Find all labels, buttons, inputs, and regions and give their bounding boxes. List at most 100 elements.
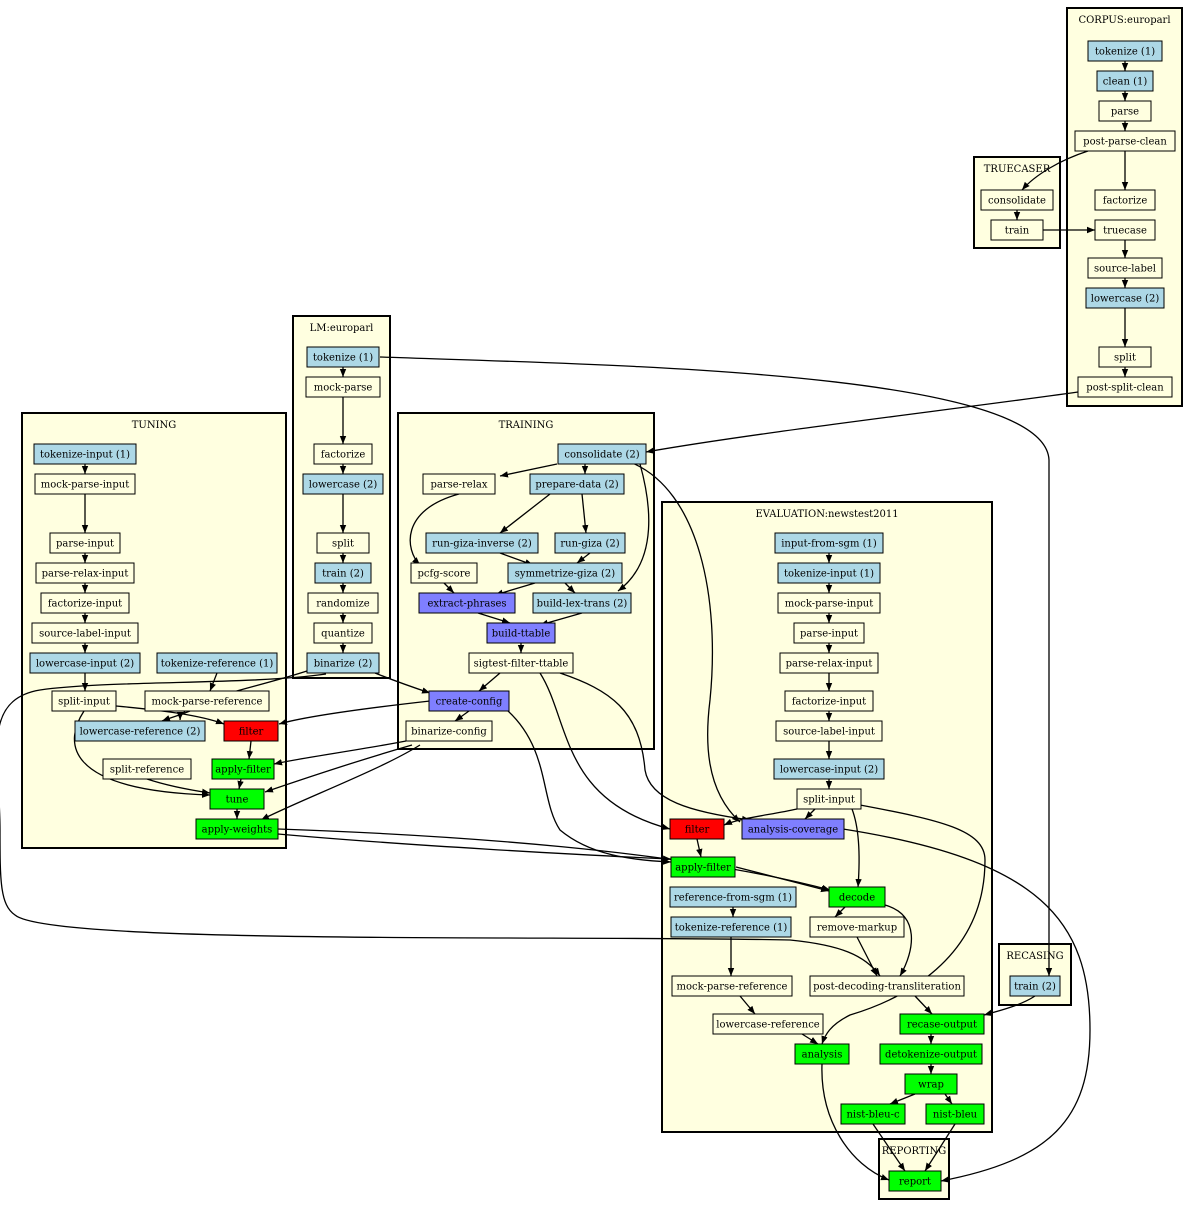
step-box[interactable] <box>144 690 270 712</box>
step-node-l_lc[interactable]: lowercase (2) <box>302 473 384 495</box>
step-box[interactable] <box>670 916 792 938</box>
step-box[interactable] <box>670 856 736 878</box>
step-node-t_tokin[interactable]: tokenize-input (1) <box>33 443 137 465</box>
step-box[interactable] <box>532 592 632 614</box>
step-node-c_psc[interactable]: post-split-clean <box>1077 376 1173 398</box>
step-box[interactable] <box>1085 287 1165 309</box>
step-box[interactable] <box>669 818 725 840</box>
step-node-c_clean[interactable]: clean (1) <box>1096 70 1154 92</box>
step-node-tr_rgi[interactable]: run-giza-inverse (2) <box>425 532 539 554</box>
step-node-l_train[interactable]: train (2) <box>314 562 372 584</box>
step-box[interactable] <box>557 443 647 465</box>
step-node-l_fact[interactable]: factorize <box>313 443 373 465</box>
step-node-e_applyf[interactable]: apply-filter <box>670 856 736 878</box>
step-node-tr_prelax[interactable]: parse-relax <box>422 473 496 495</box>
step-box[interactable] <box>840 1103 906 1125</box>
step-box[interactable] <box>1094 189 1156 211</box>
step-node-c_fact[interactable]: factorize <box>1094 189 1156 211</box>
step-box[interactable] <box>980 189 1054 211</box>
step-node-tr_sym[interactable]: symmetrize-giza (2) <box>507 562 623 584</box>
step-box[interactable] <box>828 886 886 908</box>
step-box[interactable] <box>741 818 845 840</box>
step-node-e_ifs[interactable]: input-from-sgm (1) <box>774 532 884 554</box>
step-node-e_wrap[interactable]: wrap <box>904 1073 958 1095</box>
step-box[interactable] <box>990 219 1044 241</box>
step-node-e_analysis[interactable]: analysis <box>794 1043 850 1065</box>
step-node-e_recase[interactable]: recase-output <box>899 1013 985 1035</box>
step-node-e_factin[interactable]: factorize-input <box>784 690 874 712</box>
step-node-tr_bc[interactable]: binarize-config <box>405 720 493 742</box>
step-box[interactable] <box>899 1013 985 1035</box>
step-box[interactable] <box>669 886 797 908</box>
step-box[interactable] <box>418 592 516 614</box>
step-box[interactable] <box>888 1170 942 1192</box>
step-box[interactable] <box>313 443 373 465</box>
step-node-e_nbc[interactable]: nist-bleu-c <box>840 1103 906 1125</box>
step-node-e_cov[interactable]: analysis-coverage <box>741 818 845 840</box>
step-box[interactable] <box>773 758 885 780</box>
step-node-t_tune[interactable]: tune <box>209 788 265 810</box>
step-node-l_rand[interactable]: randomize <box>307 592 379 614</box>
step-box[interactable] <box>794 1043 850 1065</box>
step-box[interactable] <box>316 532 370 554</box>
step-box[interactable] <box>428 690 510 712</box>
step-box[interactable] <box>40 592 130 614</box>
step-box[interactable] <box>302 473 384 495</box>
step-box[interactable] <box>779 652 879 674</box>
step-node-c_parse[interactable]: parse <box>1098 100 1152 122</box>
step-box[interactable] <box>712 1013 824 1035</box>
step-node-tr_sig[interactable]: sigtest-filter-ttable <box>468 652 574 674</box>
step-box[interactable] <box>49 532 121 554</box>
step-node-tr_pcfg[interactable]: pcfg-score <box>410 562 478 584</box>
step-box[interactable] <box>904 1073 958 1095</box>
step-node-e_mockin[interactable]: mock-parse-input <box>777 592 881 614</box>
step-box[interactable] <box>74 720 206 742</box>
step-node-e_slin[interactable]: source-label-input <box>775 720 883 742</box>
step-box[interactable] <box>793 622 865 644</box>
step-node-c_lc[interactable]: lowercase (2) <box>1085 287 1165 309</box>
step-box[interactable] <box>554 532 626 554</box>
step-box[interactable] <box>306 346 380 368</box>
step-box[interactable] <box>671 975 793 997</box>
step-box[interactable] <box>1096 70 1154 92</box>
step-box[interactable] <box>102 758 192 780</box>
step-node-e_pdt[interactable]: post-decoding-transliteration <box>809 975 965 997</box>
step-box[interactable] <box>195 818 279 840</box>
step-box[interactable] <box>777 562 881 584</box>
step-node-e_mockref[interactable]: mock-parse-reference <box>671 975 793 997</box>
step-box[interactable] <box>35 562 135 584</box>
step-box[interactable] <box>1009 975 1061 997</box>
step-box[interactable] <box>305 376 381 398</box>
step-node-t_factin[interactable]: factorize-input <box>40 592 130 614</box>
step-node-t_splitref[interactable]: split-reference <box>102 758 192 780</box>
step-node-tr_cc[interactable]: create-config <box>428 690 510 712</box>
step-node-rc_train[interactable]: train (2) <box>1009 975 1061 997</box>
step-box[interactable] <box>1094 219 1156 241</box>
step-node-c_true[interactable]: truecase <box>1094 219 1156 241</box>
step-box[interactable] <box>211 758 275 780</box>
step-node-l_quant[interactable]: quantize <box>313 622 373 644</box>
step-node-tr_cons[interactable]: consolidate (2) <box>557 443 647 465</box>
step-box[interactable] <box>306 652 380 674</box>
step-node-tc_cons[interactable]: consolidate <box>980 189 1054 211</box>
step-box[interactable] <box>777 592 881 614</box>
step-box[interactable] <box>468 652 574 674</box>
step-box[interactable] <box>1098 346 1152 368</box>
step-box[interactable] <box>809 916 905 938</box>
step-node-c_ppc[interactable]: post-parse-clean <box>1074 130 1176 152</box>
step-node-e_prin[interactable]: parse-relax-input <box>779 652 879 674</box>
step-box[interactable] <box>774 532 884 554</box>
step-box[interactable] <box>51 690 117 712</box>
step-node-rp_report[interactable]: report <box>888 1170 942 1192</box>
step-box[interactable] <box>33 443 137 465</box>
step-box[interactable] <box>1098 100 1152 122</box>
step-node-l_mock[interactable]: mock-parse <box>305 376 381 398</box>
step-box[interactable] <box>775 720 883 742</box>
step-node-t_slin[interactable]: source-label-input <box>31 622 139 644</box>
step-box[interactable] <box>925 1103 985 1125</box>
step-box[interactable] <box>29 652 141 674</box>
step-node-t_applyw[interactable]: apply-weights <box>195 818 279 840</box>
step-node-t_prin[interactable]: parse-relax-input <box>35 562 135 584</box>
step-node-e_nb[interactable]: nist-bleu <box>925 1103 985 1125</box>
step-node-t_lcref[interactable]: lowercase-reference (2) <box>74 720 206 742</box>
